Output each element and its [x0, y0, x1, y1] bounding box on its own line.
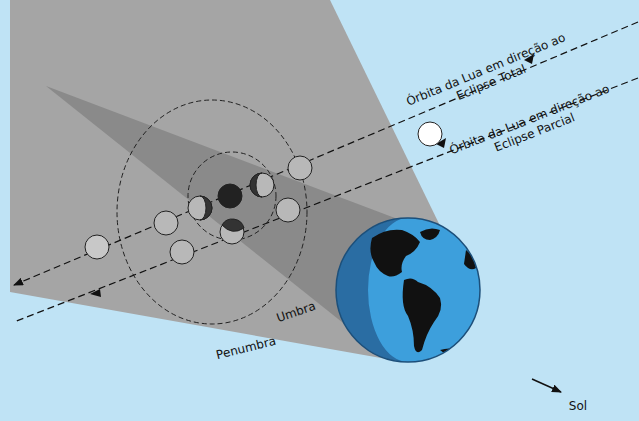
orbit-total	[14, 22, 638, 285]
sun-direction-arrow	[532, 379, 561, 392]
umbra-circle	[188, 152, 276, 240]
orbit-arrowhead	[90, 289, 101, 297]
orbit-partial	[14, 78, 638, 322]
sun-label: Sol	[558, 399, 598, 413]
penumbra-circle	[117, 100, 307, 324]
earth	[336, 218, 480, 362]
